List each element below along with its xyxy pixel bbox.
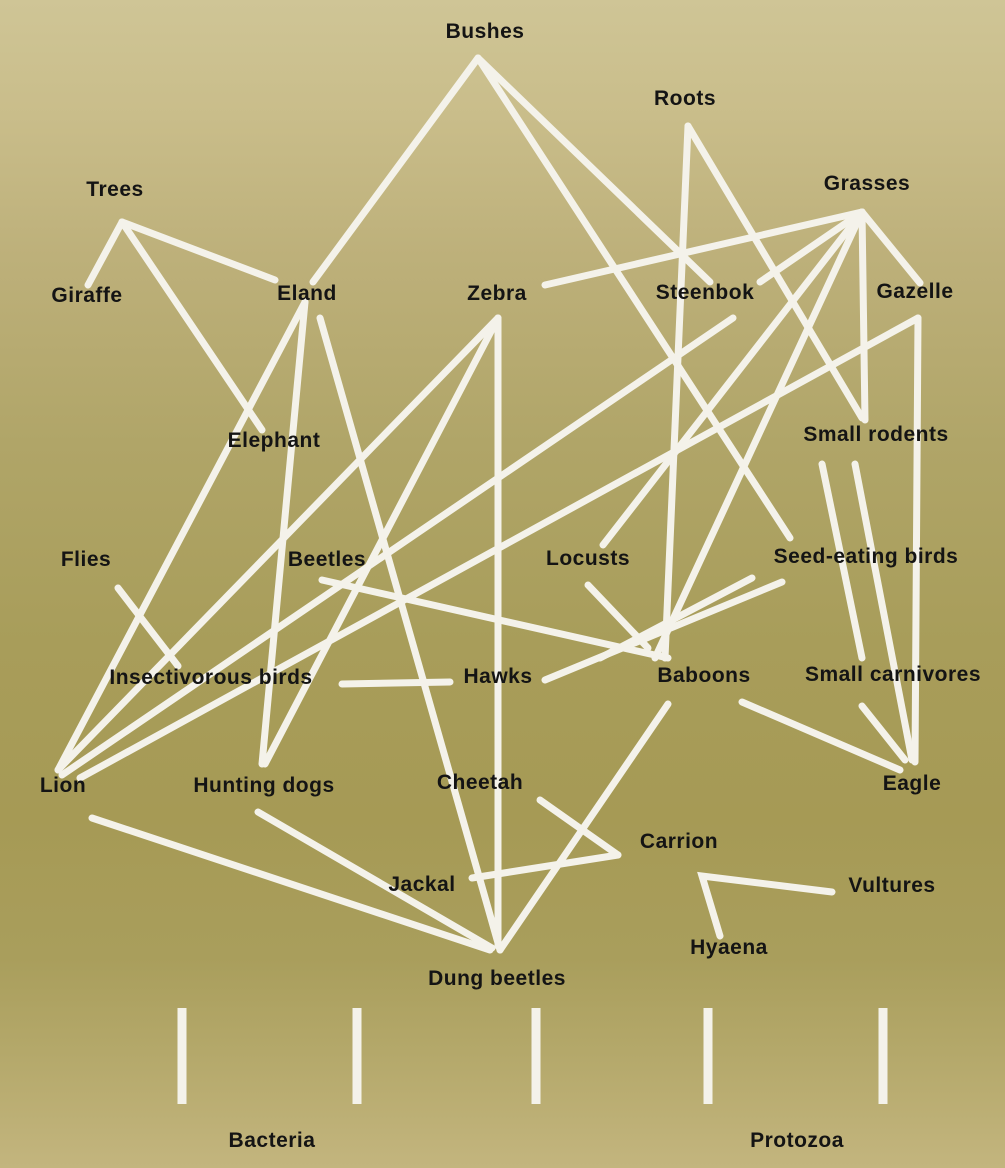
link-grasses-zebra	[541, 208, 866, 289]
node-hyaena: Hyaena	[690, 936, 768, 959]
link-trees-giraffe	[84, 218, 126, 289]
node-hunting-dogs: Hunting dogs	[193, 774, 335, 797]
node-hawks: Hawks	[463, 665, 533, 688]
link-lion-dung-beetles	[88, 814, 494, 954]
node-small-carnivores: Small carnivores	[804, 663, 982, 686]
node-trees: Trees	[86, 178, 144, 201]
link-vultures-hyaena	[697, 871, 836, 940]
node-gazelle: Gazelle	[876, 280, 954, 303]
link-grasses-gazelle	[858, 208, 924, 287]
node-seed-eating-birds: Seed-eating birds	[773, 545, 959, 568]
node-bacteria: Bacteria	[228, 1129, 316, 1152]
link-bushes-eland	[309, 54, 482, 286]
link-hunting-dogs-dung-beetles	[254, 808, 496, 952]
link-bushes-seed-eating-birds	[474, 54, 794, 542]
node-eagle: Eagle	[882, 772, 942, 795]
link-bushes-steenbok	[474, 54, 714, 286]
node-zebra: Zebra	[467, 282, 527, 305]
link-cheetah-carrion	[536, 796, 622, 859]
link-gazelle-eagle	[911, 314, 922, 766]
link-carrion-jackal	[468, 851, 622, 882]
link-grasses-small-rodents	[858, 208, 869, 424]
link-seed-eating-birds-hawks	[541, 578, 786, 684]
node-eland: Eland	[277, 282, 337, 305]
node-steenbok: Steenbok	[655, 281, 755, 304]
node-vultures: Vultures	[848, 874, 936, 897]
link-eland-lion	[54, 298, 309, 774]
node-elephant: Elephant	[227, 429, 321, 452]
link-insectivorous-birds-hawks	[338, 678, 454, 688]
link-small-rodents-eagle	[851, 460, 916, 764]
link-roots-baboons	[661, 122, 692, 662]
link-baboons-eagle	[738, 698, 904, 774]
link-steenbok-lion	[58, 314, 737, 779]
link-flies-insectivorous-birds	[114, 584, 182, 670]
node-protozoa: Protozoa	[750, 1129, 844, 1152]
node-dung-beetles: Dung beetles	[428, 967, 566, 990]
link-small-rodents-small-carnivores	[818, 460, 866, 662]
node-beetles: Beetles	[287, 548, 367, 571]
node-lion: Lion	[39, 774, 87, 797]
link-grasses-baboons	[651, 208, 866, 662]
node-roots: Roots	[654, 87, 716, 110]
node-flies: Flies	[60, 548, 112, 571]
link-small-carnivores-eagle	[858, 702, 909, 764]
link-eland-hunting-dogs	[258, 298, 309, 768]
link-beetles-baboons	[318, 576, 672, 662]
link-trees-elephant	[118, 218, 266, 434]
node-jackal: Jackal	[388, 873, 456, 896]
node-giraffe: Giraffe	[51, 284, 123, 307]
link-eland-dung-beetles	[316, 314, 504, 954]
node-carrion: Carrion	[639, 830, 719, 853]
node-bushes: Bushes	[445, 20, 525, 43]
node-grasses: Grasses	[823, 172, 911, 195]
node-cheetah: Cheetah	[436, 771, 524, 794]
node-baboons: Baboons	[657, 664, 751, 687]
link-zebra-hunting-dogs	[261, 314, 502, 768]
link-trees-eland	[118, 218, 279, 284]
link-grasses-steenbok	[756, 208, 866, 286]
node-small-rodents: Small rodents	[803, 423, 949, 446]
node-insectivorous-birds: Insectivorous birds	[109, 666, 313, 689]
node-locusts: Locusts	[545, 547, 631, 570]
link-zebra-lion	[54, 314, 502, 774]
link-gazelle-lion	[76, 314, 922, 782]
link-grasses-locusts	[599, 208, 866, 549]
